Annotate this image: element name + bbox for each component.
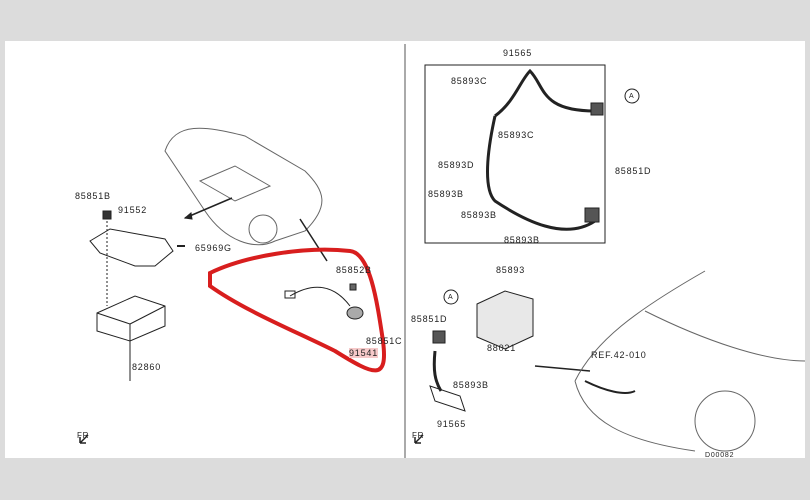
part-label-85852b: 85852B xyxy=(336,265,372,275)
callout-a-circle-bottom xyxy=(443,289,459,305)
part-label-85893c: 85893C xyxy=(498,130,535,140)
bracket-91552 xyxy=(89,228,174,267)
callout-a-circle xyxy=(624,88,640,104)
callout-a: A xyxy=(448,294,454,301)
arrow-to-module xyxy=(184,197,233,219)
part-label-85893b: 85893B xyxy=(428,189,464,199)
car-front-outline xyxy=(574,270,805,452)
car-rear-outline xyxy=(164,127,323,246)
front-direction-label: FR xyxy=(77,431,90,440)
part-label-82860: 82860 xyxy=(132,362,162,372)
part-label-85893b: 85893B xyxy=(504,235,540,245)
part-label-85851b: 85851B xyxy=(75,191,111,201)
part-label-85851d: 85851D xyxy=(615,166,652,176)
module-82860 xyxy=(96,295,166,342)
part-label-91541-highlighted: 91541 xyxy=(349,348,379,358)
harness-91541 xyxy=(289,286,351,307)
harness-group-box xyxy=(424,64,606,244)
front-direction-label: FR xyxy=(412,431,425,440)
part-label-85893b: 85893B xyxy=(461,210,497,220)
part-label-91552: 91552 xyxy=(118,205,148,215)
part-label-85893b: 85893B xyxy=(453,380,489,390)
part-label-85893c: 85893C xyxy=(451,76,488,86)
callout-a: A xyxy=(629,93,635,100)
part-label-91565: 91565 xyxy=(503,48,533,58)
diagram-code: D00082 xyxy=(705,452,735,459)
part-label-88021: 88021 xyxy=(487,343,517,353)
part-label-85893: 85893 xyxy=(496,265,526,275)
part-label-91565: 91565 xyxy=(437,419,467,429)
part-label-85851c: 85851C xyxy=(366,336,403,346)
unit-88021 xyxy=(476,290,534,350)
parts-diagram-sheet: 85851B 91552 65969G 82860 85852B 85851C … xyxy=(5,41,805,459)
part-label-85851d: 85851D xyxy=(411,314,448,324)
part-label-65969g: 65969G xyxy=(195,243,232,253)
harness-91565 xyxy=(486,68,596,231)
part-label-85893d: 85893D xyxy=(438,160,475,170)
arrow-to-harness xyxy=(299,218,328,262)
diagram-drawing xyxy=(79,44,805,458)
reference-label: REF.42-010 xyxy=(591,350,647,360)
red-highlight-outline xyxy=(208,247,386,373)
